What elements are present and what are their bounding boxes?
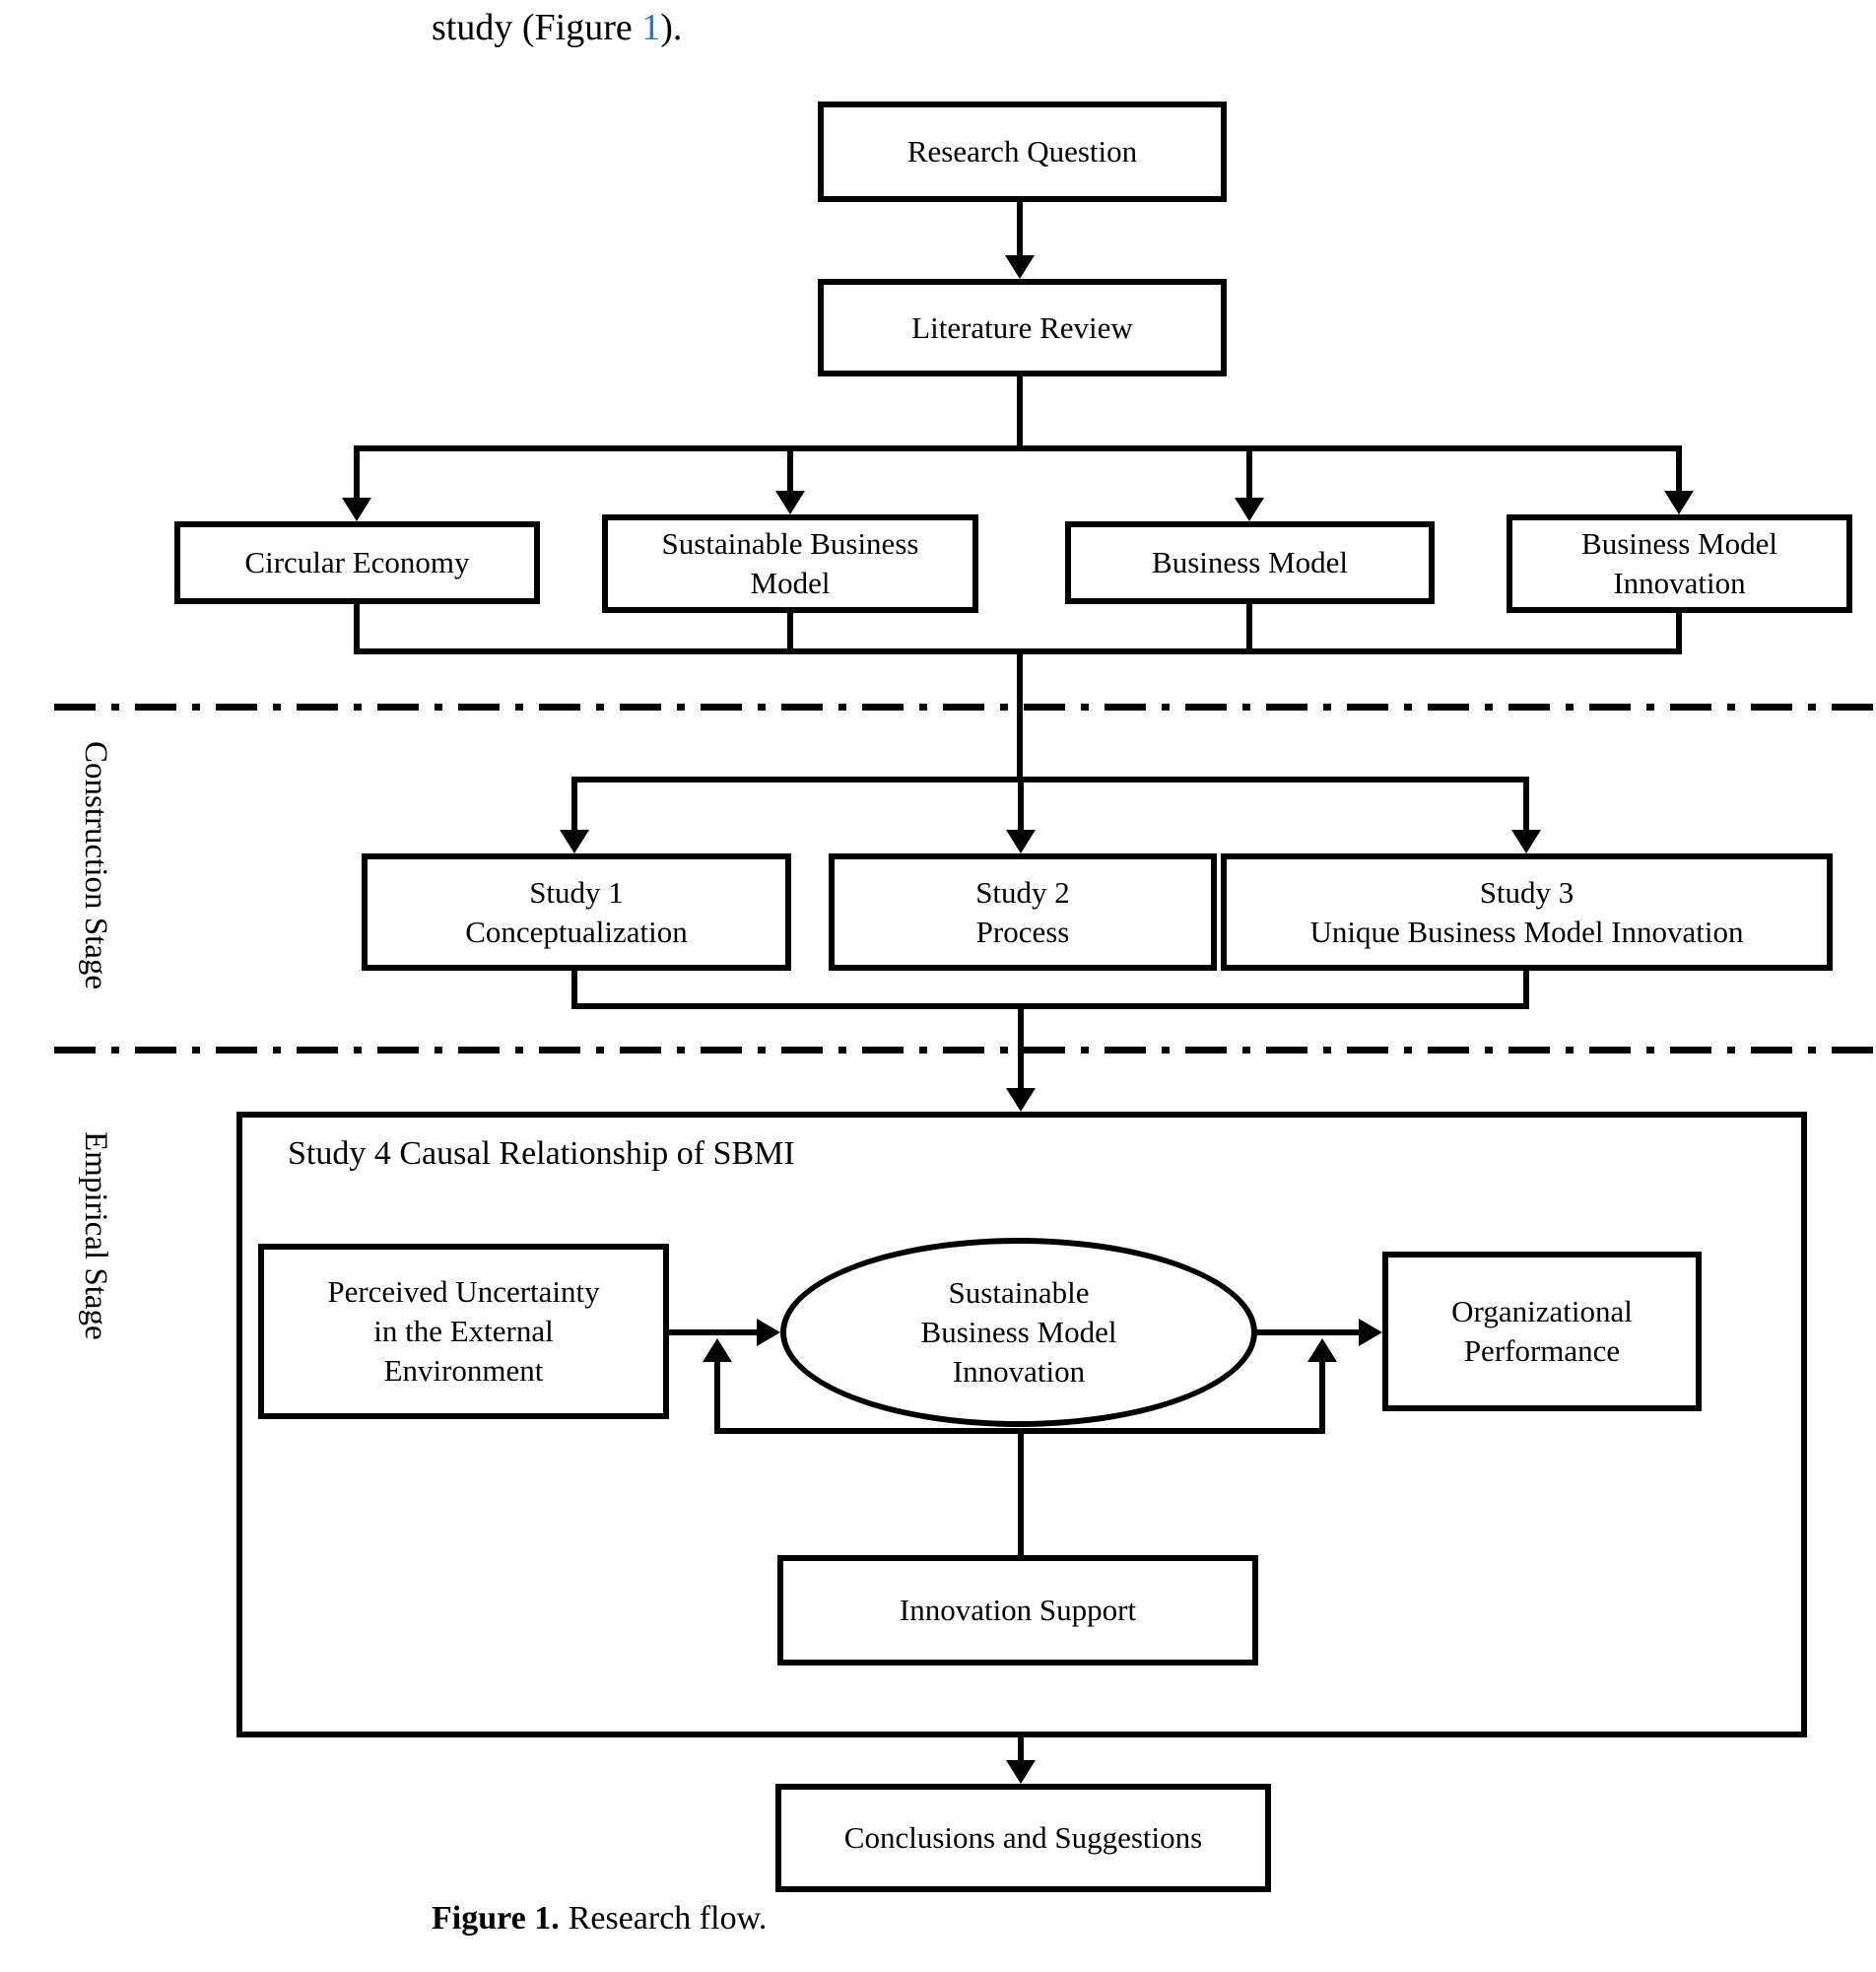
arrowhead-down-icon <box>1006 1760 1036 1784</box>
node-label: Business Model <box>920 1315 1117 1350</box>
node-study-4-container <box>236 1112 1807 1737</box>
body-text-suffix: ). <box>660 7 683 48</box>
connector-converge-studies <box>571 1003 1529 1009</box>
arrowhead-up-icon <box>1307 1338 1337 1362</box>
node-circular-economy: Circular Economy <box>174 521 540 604</box>
node-label: Conclusions and Suggestions <box>843 1820 1203 1856</box>
node-research-question: Research Question <box>818 102 1227 202</box>
node-label: Organizational <box>1451 1294 1633 1329</box>
node-study-2: Study 2 Process <box>829 853 1217 971</box>
connector-stub-study1 <box>571 971 577 1009</box>
node-study-3: Study 3 Unique Business Model Innovation <box>1221 853 1833 971</box>
node-label: Sustainable <box>948 1275 1090 1311</box>
node-label: Research Question <box>906 134 1138 170</box>
arrowhead-down-icon <box>775 491 805 514</box>
arrowhead-down-icon <box>1664 491 1694 514</box>
connector-stub-business-model <box>1246 604 1252 650</box>
node-study-1: Study 1 Conceptualization <box>362 853 791 971</box>
figure-caption-text: Research flow. <box>568 1900 768 1937</box>
node-label: Literature Review <box>911 309 1133 345</box>
connector-drop-study2 <box>1018 777 1024 832</box>
stage-divider-construction <box>54 704 1876 711</box>
node-label: Study 1 <box>529 874 624 910</box>
connector-moderation-right-stub <box>1319 1360 1325 1434</box>
arrowhead-down-icon <box>1235 498 1264 521</box>
node-sbmi-ellipse: Sustainable Business Model Innovation <box>780 1238 1257 1427</box>
node-label: Study 3 <box>1479 874 1574 910</box>
connector-innovation-support-stem <box>1018 1428 1024 1555</box>
node-label: Innovation <box>1613 566 1746 600</box>
arrowhead-right-icon <box>1359 1319 1382 1346</box>
connector-rq-to-lr <box>1017 202 1023 257</box>
connector-stub-bmi <box>1676 613 1682 650</box>
connector-drop-business-model <box>1246 445 1252 500</box>
connector-drop-circular-economy <box>354 445 360 500</box>
node-label: Innovation Support <box>899 1593 1137 1628</box>
node-label: Performance <box>1463 1333 1621 1368</box>
connector-drop-study3 <box>1523 777 1529 832</box>
connector-pu-to-sbmi <box>669 1329 759 1335</box>
stage-label-empirical: Empirical Stage <box>78 1131 113 1340</box>
figure-reference-link[interactable]: 1 <box>641 7 661 48</box>
node-literature-review: Literature Review <box>818 279 1227 376</box>
node-label: Environment <box>383 1352 544 1388</box>
arrowhead-up-icon <box>703 1338 732 1362</box>
arrowhead-down-icon <box>1006 830 1036 853</box>
node-sustainable-business-model: Sustainable Business Model <box>602 514 978 613</box>
figure-caption-label: Figure 1. <box>432 1900 560 1937</box>
connector-study4-to-conclusions <box>1018 1737 1024 1762</box>
node-perceived-uncertainty: Perceived Uncertainty in the External En… <box>258 1244 669 1419</box>
node-label: Model <box>750 566 831 600</box>
node-label: Conceptualization <box>465 914 688 949</box>
node-label: in the External <box>373 1314 554 1349</box>
connector-lr-stem <box>1017 376 1023 449</box>
arrowhead-down-icon <box>1006 1088 1036 1112</box>
node-organizational-performance: Organizational Performance <box>1382 1252 1702 1411</box>
connector-stub-circular-economy <box>354 604 360 650</box>
connector-branch-top <box>354 445 1682 451</box>
arrowhead-down-icon <box>342 498 371 521</box>
connector-drop-sbm <box>787 445 793 493</box>
connector-drop-study1 <box>571 777 577 832</box>
node-label: Sustainable Business <box>661 526 919 562</box>
body-text-prefix: study (Figure <box>432 7 642 48</box>
connector-sbmi-to-op <box>1257 1329 1361 1335</box>
node-label: Study 2 <box>975 874 1070 910</box>
stage-divider-empirical <box>54 1047 1876 1054</box>
node-label: Circular Economy <box>244 545 470 580</box>
connector-stem-construction <box>1017 648 1023 779</box>
arrowhead-down-icon <box>1005 255 1035 279</box>
body-text: study (Figure 1). <box>432 6 682 49</box>
arrowhead-down-icon <box>560 830 589 853</box>
arrowhead-right-icon <box>757 1319 780 1346</box>
stage-label-construction: Construction Stage <box>78 741 113 990</box>
connector-stub-sbm <box>787 613 793 650</box>
node-label: Business Model <box>1152 545 1348 580</box>
arrowhead-down-icon <box>1511 830 1541 853</box>
node-innovation-support: Innovation Support <box>777 1555 1258 1666</box>
node-business-model-innovation: Business Model Innovation <box>1507 514 1852 613</box>
study-4-title: Study 4 Causal Relationship of SBMI <box>288 1135 795 1172</box>
node-label: Perceived Uncertainty <box>327 1274 600 1310</box>
node-label: Business Model <box>1581 526 1777 562</box>
node-business-model: Business Model <box>1065 521 1435 604</box>
connector-drop-bmi <box>1676 445 1682 493</box>
node-label: Innovation <box>952 1353 1086 1389</box>
node-label: Unique Business Model Innovation <box>1309 914 1744 949</box>
connector-moderation-left-stub <box>714 1360 720 1434</box>
figure-caption: Figure 1.Research flow. <box>432 1900 767 1938</box>
node-conclusions: Conclusions and Suggestions <box>775 1784 1271 1892</box>
connector-branch-studies <box>571 777 1529 782</box>
connector-stub-study3 <box>1523 971 1529 1009</box>
node-label: Process <box>975 914 1070 949</box>
